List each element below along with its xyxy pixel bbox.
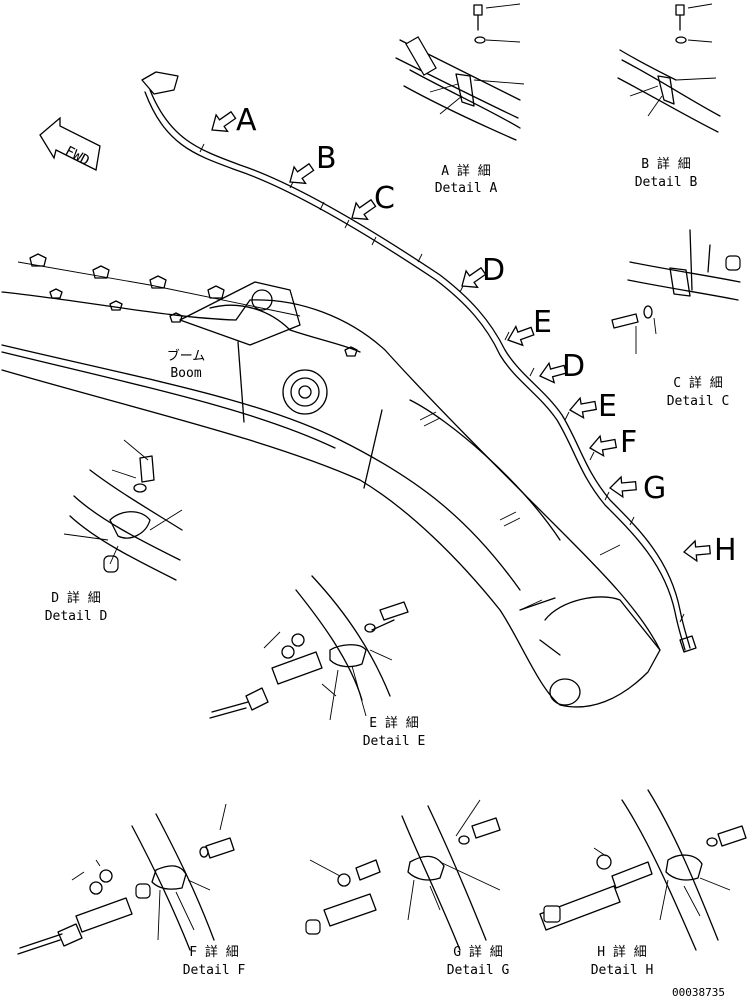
detail-d-figure	[63, 439, 183, 581]
callout-letter-d2: D	[562, 349, 585, 384]
detail-b-jp: B 詳 細	[641, 156, 690, 172]
detail-g-figure	[305, 799, 501, 951]
boom-label-jp: ブーム	[167, 348, 206, 364]
detail-d-en: Detail D	[45, 609, 108, 624]
detail-e-jp: E 詳 細	[369, 715, 418, 731]
detail-h-en: Detail H	[591, 963, 654, 978]
detail-c-figure	[611, 229, 741, 354]
detail-a-figure	[395, 3, 525, 141]
callout-letter-e2: E	[598, 389, 617, 424]
boom	[1, 281, 661, 708]
drawing-number: 00038735	[672, 986, 725, 999]
detail-d-jp: D 詳 細	[51, 590, 100, 606]
detail-b-en: Detail B	[635, 175, 698, 190]
detail-b-figure	[617, 3, 721, 133]
callout-letter-h: H	[714, 533, 737, 568]
harness-route	[141, 71, 697, 653]
detail-f-figure	[17, 803, 235, 955]
detail-c-jp: C 詳 細	[673, 375, 722, 391]
detail-g-en: Detail G	[447, 963, 510, 978]
detail-f-en: Detail F	[183, 963, 246, 978]
callout-letter-g: G	[643, 471, 666, 506]
callout-letter-c: C	[374, 181, 395, 216]
callout-letter-f: F	[620, 425, 637, 460]
fwd-arrow-icon: FWD	[39, 116, 101, 171]
detail-g-jp: G 詳 細	[453, 944, 502, 960]
detail-e-en: Detail E	[363, 734, 426, 749]
detail-h-jp: H 詳 細	[597, 944, 646, 960]
callout-letter-a: A	[236, 103, 257, 138]
callout-letter-d1: D	[482, 253, 505, 288]
callout-arrows	[211, 110, 711, 563]
callout-letter-b: B	[316, 141, 337, 176]
detail-a-jp: A 詳 細	[441, 163, 490, 179]
boom-top-brackets	[17, 253, 358, 357]
boom-label-en: Boom	[170, 366, 201, 381]
detail-e-figure	[209, 575, 409, 721]
detail-h-figure	[539, 789, 747, 951]
callout-letter-e1: E	[533, 305, 552, 340]
detail-f-jp: F 詳 細	[189, 944, 238, 960]
detail-a-en: Detail A	[435, 181, 498, 196]
detail-c-en: Detail C	[667, 394, 730, 409]
